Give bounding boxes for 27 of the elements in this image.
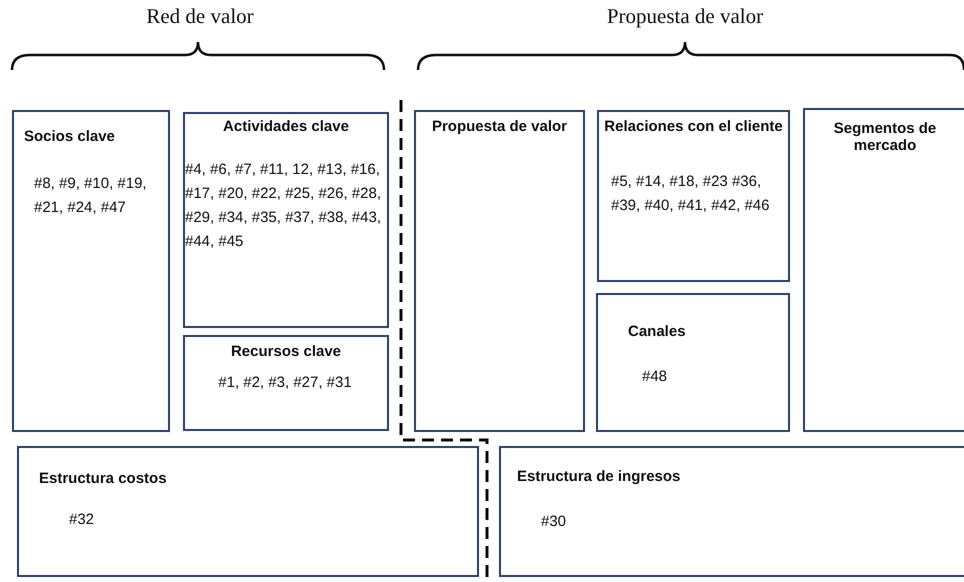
item-list: #32: [69, 508, 269, 532]
section-title: Red de valor: [145, 4, 255, 29]
block-heading: Propuesta de valor: [430, 118, 568, 135]
canvas-block: [803, 108, 964, 432]
item-list: #1, #2, #3, #27, #31: [185, 371, 385, 395]
canvas-block: [183, 112, 389, 328]
canvas-block: [414, 110, 585, 432]
canvas-block: [17, 446, 479, 577]
item-list: #4, #6, #7, #11, 12, #13, #16, #17, #20, #22, #25, #26, #28, #29, #34, #35, #37, #38, #43, #44, #45: [185, 158, 389, 254]
canvas-block: [12, 110, 170, 432]
block-heading: Estructura costos: [39, 470, 168, 487]
block-heading: Relaciones con el cliente: [603, 118, 784, 135]
canvas-block: [499, 446, 964, 577]
item-list: #30: [541, 510, 741, 534]
canvas-block: [183, 335, 389, 431]
block-heading: Estructura de ingresos: [517, 468, 682, 485]
section-title: Propuesta de valor: [606, 4, 764, 29]
item-list: #48: [642, 365, 762, 389]
block-heading: Actividades clave: [222, 118, 350, 135]
block-heading: Socios clave: [24, 128, 116, 145]
block-heading: Recursos clave: [230, 343, 342, 360]
canvas-block: [596, 293, 790, 432]
block-heading: Segmentos de mercado: [832, 120, 938, 154]
item-list: #8, #9, #10, #19, #21, #24, #47: [34, 172, 154, 220]
block-heading: Canales: [628, 323, 687, 340]
canvas-block: [597, 110, 790, 282]
item-list: #5, #14, #18, #23 #36, #39, #40, #41, #42, #46: [611, 170, 781, 218]
